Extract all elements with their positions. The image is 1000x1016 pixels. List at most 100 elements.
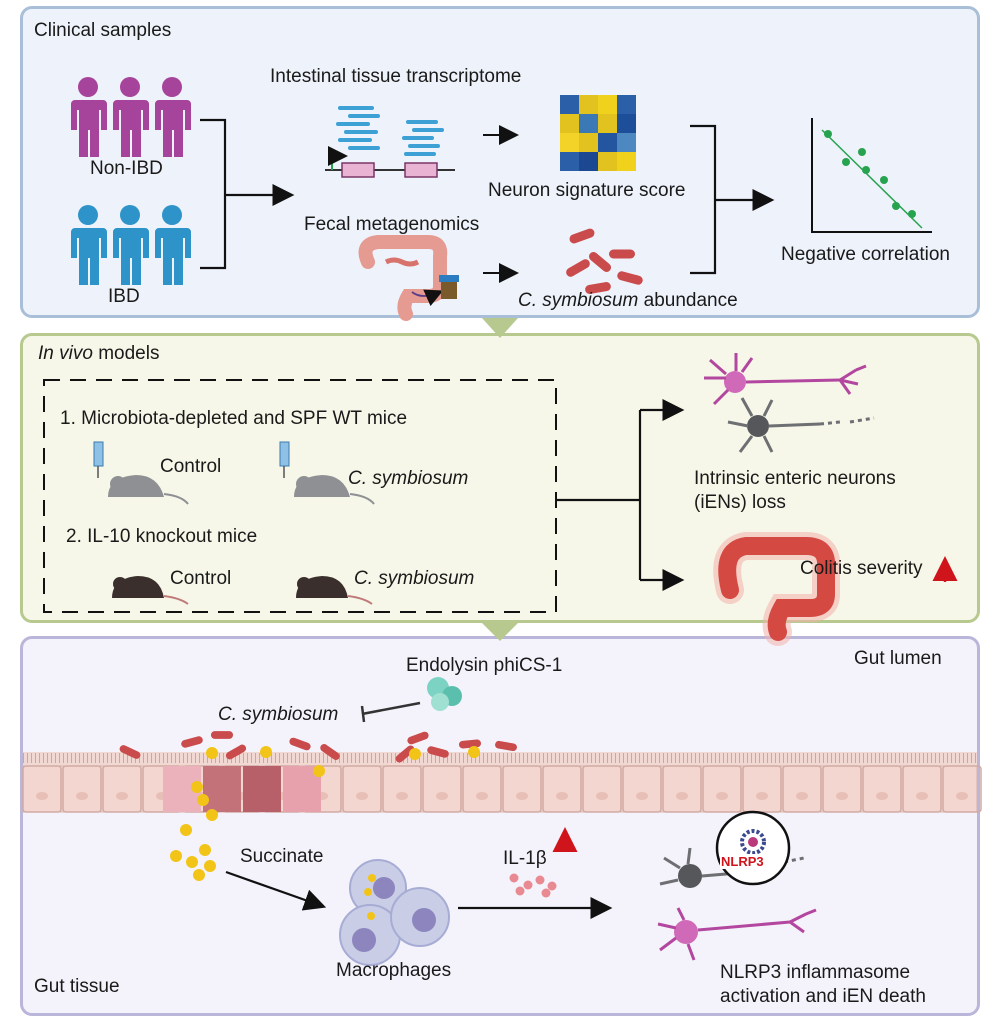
gene-icon: [325, 146, 455, 178]
fecal-metagenomics-label: Fecal metagenomics: [304, 214, 480, 235]
cell-nucleus: [476, 792, 488, 800]
cell-nucleus: [36, 792, 48, 800]
epithelial-cell: [422, 765, 462, 813]
epithelial-cell: [942, 765, 982, 813]
cell-nucleus: [116, 792, 128, 800]
cell-nucleus: [916, 792, 928, 800]
mouse-icon-control-1: [108, 475, 189, 505]
endolysin-label: Endolysin phiCS-1: [406, 655, 563, 676]
connector-arrow-2: [482, 623, 518, 641]
heatmap-icon: [560, 95, 636, 171]
species-label: C. symbiosum: [218, 704, 339, 725]
outcome-label-line1: NLRP3 inflammasome: [720, 962, 911, 983]
epithelial-cell: [22, 765, 62, 813]
model-2-label: 2. IL-10 knockout mice: [66, 526, 258, 547]
panel1-title: Clinical samples: [34, 20, 172, 41]
panel2-title-rest: models: [98, 343, 160, 364]
epithelial-cell: [862, 765, 902, 813]
non-ibd-label: Non-IBD: [90, 158, 163, 179]
ibd-people-icon: [71, 205, 191, 285]
epithelial-cell: [622, 765, 662, 813]
cell-nucleus: [836, 792, 848, 800]
abundance-label: C. symbiosum abundance: [518, 290, 738, 312]
epithelial-cell: [342, 765, 382, 813]
cell-nucleus: [876, 792, 888, 800]
nlrp3-inset-icon: [715, 810, 791, 886]
damaged-cells: [163, 766, 321, 812]
outcome-label-line2: activation and iEN death: [720, 986, 926, 1007]
mouse-icon-treated-1: [294, 475, 375, 505]
model-1-control-label: Control: [160, 456, 222, 477]
epithelial-cell: [662, 765, 702, 813]
abundance-suffix: abundance: [643, 290, 738, 311]
connector-arrow-1: [482, 318, 518, 338]
sequencing-reads-icon: [336, 106, 444, 156]
transcriptome-label: Intestinal tissue transcriptome: [270, 66, 522, 87]
panel2-title-italic: In vivo: [38, 343, 93, 364]
species-name: C. symbiosum: [518, 290, 639, 311]
epithelial-cell: [702, 765, 742, 813]
epithelial-cell: [902, 765, 942, 813]
intestine-icon: [358, 235, 448, 321]
inhibition-line: [361, 701, 421, 716]
nlrp3-inset-label: NLRP3: [720, 854, 765, 869]
epithelial-cell: [822, 765, 862, 813]
model-2-treatment-label: C. symbiosum: [354, 568, 475, 589]
gut-tissue-label: Gut tissue: [34, 976, 120, 997]
model-1-label: 1. Microbiota-depleted and SPF WT mice: [60, 408, 408, 429]
epithelial-cell: [502, 765, 542, 813]
inflamed-colon-icon: [713, 532, 841, 646]
bacteria-icon: [564, 227, 644, 295]
il1b-cytokine-icon: [509, 873, 557, 898]
cell-nucleus: [396, 792, 408, 800]
syringe-icon-1: [93, 441, 104, 478]
gut-lumen-label: Gut lumen: [854, 648, 942, 669]
non-ibd-people-icon: [71, 77, 191, 157]
cell-nucleus: [76, 792, 88, 800]
pink-neuron-icon: [704, 353, 867, 406]
dying-grey-neuron-icon: [659, 847, 805, 888]
grey-neuron-icon: [727, 397, 875, 453]
epithelial-cell: [782, 765, 822, 813]
model-2-control-label: Control: [170, 568, 232, 589]
neuron-loss-label-line2: (iENs) loss: [694, 492, 786, 513]
model-1-treatment-label: C. symbiosum: [348, 468, 469, 489]
dying-pink-neuron-icon: [657, 907, 817, 961]
cell-nucleus: [756, 792, 768, 800]
cell-nucleus: [676, 792, 688, 800]
cell-nucleus: [516, 792, 528, 800]
cell-nucleus: [596, 792, 608, 800]
syringe-icon-2: [279, 441, 290, 478]
correlation-plot-icon: [811, 118, 932, 233]
ibd-label: IBD: [108, 286, 140, 307]
cell-nucleus: [356, 792, 368, 800]
mouse-icon-control-2: [112, 576, 189, 605]
neuron-score-label: Neuron signature score: [488, 180, 686, 201]
il1b-label: IL-1β: [503, 848, 547, 869]
epithelial-cell: [382, 765, 422, 813]
sample-tube-icon: [439, 275, 459, 299]
cell-nucleus: [556, 792, 568, 800]
cell-nucleus: [436, 792, 448, 800]
succinate-molecules: [170, 746, 480, 881]
succinate-label: Succinate: [240, 846, 324, 867]
cell-nucleus: [716, 792, 728, 800]
cell-nucleus: [636, 792, 648, 800]
cell-nucleus: [956, 792, 968, 800]
neuron-loss-label-line1: Intrinsic enteric neurons: [694, 468, 896, 489]
mouse-icon-treated-2: [296, 576, 373, 605]
macrophages-icon: [339, 859, 450, 966]
epithelial-cell: [542, 765, 582, 813]
macrophages-label: Macrophages: [336, 960, 452, 981]
epithelial-cell: [462, 765, 502, 813]
epithelial-cell: [62, 765, 102, 813]
epithelial-cell: [102, 765, 142, 813]
panel2-title: In vivo models: [38, 343, 159, 365]
models-dashed-box: [43, 379, 557, 613]
colitis-severity-label: Colitis severity: [800, 558, 923, 579]
endolysin-protein-icon: [427, 677, 462, 711]
epithelial-cell: [582, 765, 622, 813]
correlation-label: Negative correlation: [781, 244, 950, 265]
cell-nucleus: [796, 792, 808, 800]
